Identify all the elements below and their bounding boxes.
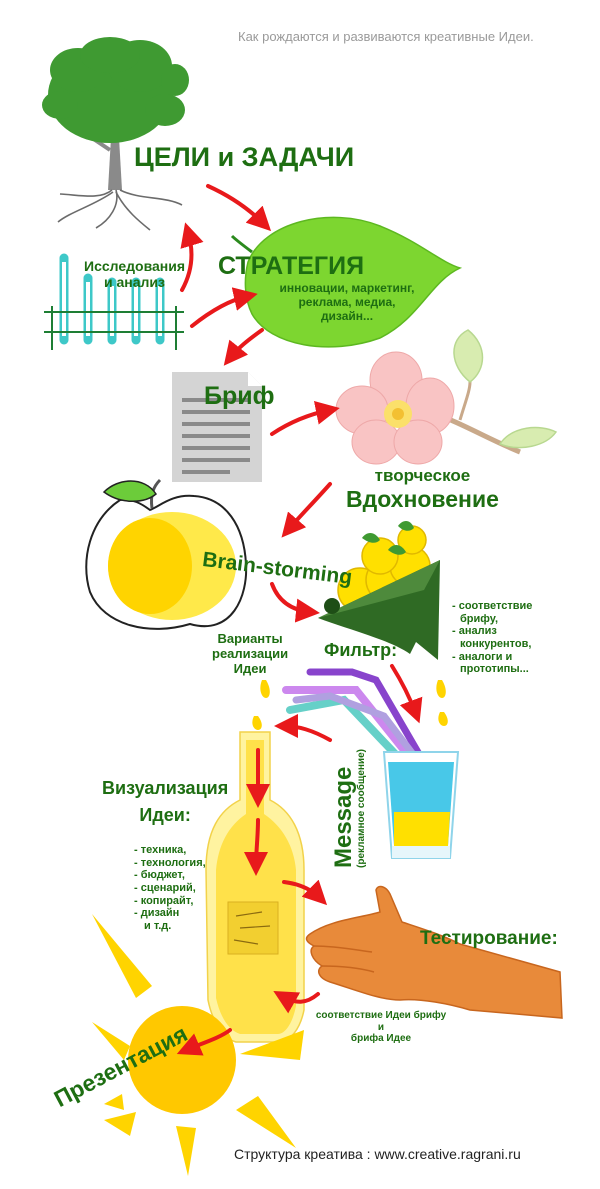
research-line2: и анализ xyxy=(104,274,165,291)
filter-item: - анализ xyxy=(452,625,497,638)
research-line1: Исследования xyxy=(84,258,186,274)
inspiration-label: творческое Вдохновение xyxy=(346,466,499,512)
research-label: Исследования и анализ xyxy=(84,258,185,290)
test-tubes-icon xyxy=(44,253,184,350)
testing-label: Тестирование: xyxy=(420,928,558,949)
filter-item: - соответствие xyxy=(452,600,533,612)
glass-icon xyxy=(382,751,460,859)
flow-arrows xyxy=(176,184,423,1056)
visualization-line2: Идеи: xyxy=(139,804,191,825)
filter-item: - аналоги и xyxy=(452,650,513,663)
filter-criteria: - соответствие брифу, - анализ конкурент… xyxy=(452,600,532,676)
message-label: Message (рекламное сообщение) xyxy=(330,749,367,868)
visualization-items: - техника, - технология, - бюджет, - сце… xyxy=(134,844,206,932)
inspiration-line1: творческое xyxy=(374,466,471,485)
bottle-icon xyxy=(205,731,305,1043)
variants-label: Варианты реализации Идеи xyxy=(212,631,289,677)
visualization-item: - сценарий, xyxy=(134,881,196,894)
filter-item: брифу, xyxy=(460,612,499,625)
visualization-item: - технология, xyxy=(134,856,206,869)
strategy-title: СТРАТЕГИЯ xyxy=(218,252,365,280)
message-title: Message xyxy=(330,766,357,868)
sun-icon xyxy=(92,914,304,1176)
strategy-line1: инновации, маркетинг, xyxy=(279,281,415,295)
brief-label: Бриф xyxy=(204,382,275,410)
visualization-item: - бюджет, xyxy=(134,869,185,882)
brief-document-icon xyxy=(172,372,262,482)
strategy-line2: реклама, медиа, xyxy=(298,294,396,309)
footer-text: Структура креатива : www.creative.ragran… xyxy=(234,1146,521,1162)
flower-icon xyxy=(335,329,558,465)
goals-label: ЦЕЛИ и ЗАДАЧИ xyxy=(134,142,355,172)
funnel-icon xyxy=(318,560,440,660)
apple-icon xyxy=(85,478,248,630)
visualization-item: - дизайн xyxy=(134,907,180,920)
testing-note-line3: брифа Идее xyxy=(350,1033,412,1044)
visualization-item: и т.д. xyxy=(144,919,172,932)
testing-note-line1: соответствие Идеи брифу xyxy=(315,1010,447,1021)
variants-line1: Варианты xyxy=(217,631,283,646)
hand-icon xyxy=(305,885,563,1019)
header-subtitle: Как рождаются и развиваются креативные И… xyxy=(238,29,534,44)
message-subtitle: (рекламное сообщение) xyxy=(356,749,367,868)
filter-item: прототипы... xyxy=(460,663,529,676)
visualization-label: Визуализация Идеи: xyxy=(102,778,228,825)
variants-line3: Идеи xyxy=(233,660,267,676)
tree-icon xyxy=(42,37,189,231)
strategy-description: инновации, маркетинг, реклама, медиа, ди… xyxy=(262,281,432,323)
strategy-leaf-icon xyxy=(230,216,463,348)
visualization-item: - копирайт, xyxy=(134,894,194,907)
filter-label: Фильтр: xyxy=(324,640,398,660)
strategy-line3: дизайн... xyxy=(320,308,374,323)
drops-icon xyxy=(252,680,448,730)
visualization-item: - техника, xyxy=(134,844,187,856)
filter-item: конкурентов, xyxy=(460,637,532,650)
testing-note-line2: и xyxy=(377,1021,385,1033)
testing-note: соответствие Идеи брифу и брифа Идее xyxy=(306,1010,456,1045)
variants-line2: реализации xyxy=(212,645,289,661)
inspiration-line2: Вдохновение xyxy=(346,485,499,512)
visualization-line1: Визуализация xyxy=(102,778,229,798)
